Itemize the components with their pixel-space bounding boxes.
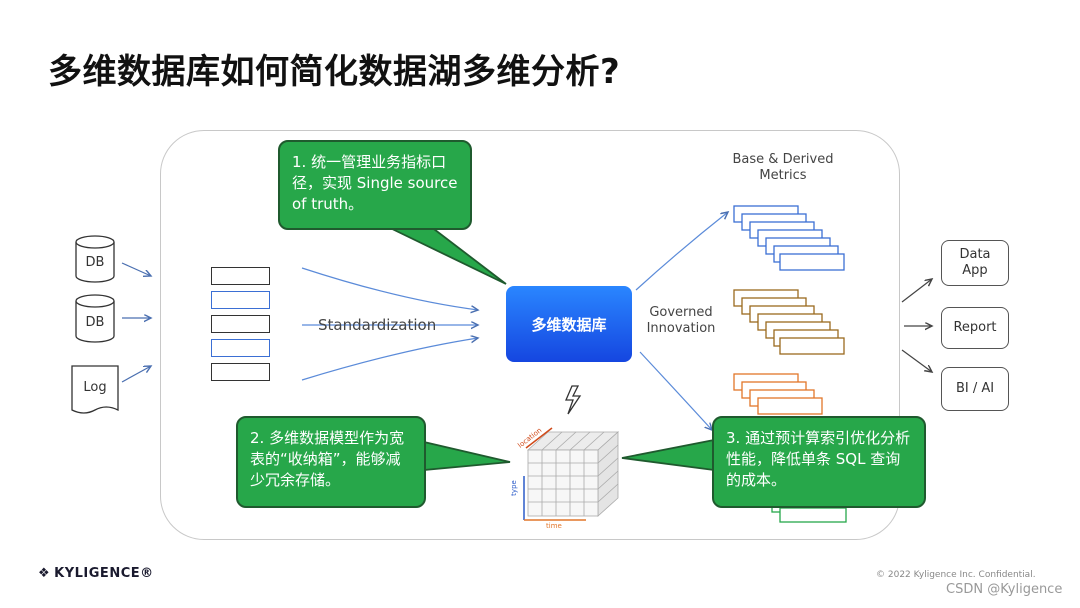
source-db-label: DB	[85, 254, 105, 270]
callout-bubble-2: 2. 多维数据模型作为宽表的“收纳箱”，能够减少冗余存储。	[236, 416, 426, 508]
kyligence-logo: ❖KYLIGENCE®	[38, 566, 154, 581]
page-title: 多维数据库如何简化数据湖多维分析?	[48, 52, 621, 92]
table-block	[211, 267, 270, 285]
metrics-title: Base & Derived Metrics	[732, 152, 834, 183]
watermark-text: CSDN @Kyligence	[946, 582, 1063, 597]
standardization-label: Standardization	[318, 316, 437, 334]
callout-bubble-3: 3. 通过预计算索引优化分析性能，降低单条 SQL 查询的成本。	[712, 416, 926, 508]
metrics-stack-orange	[733, 373, 823, 415]
copyright-text: © 2022 Kyligence Inc. Confidential.	[876, 570, 1036, 580]
table-block	[211, 339, 270, 357]
metrics-stack-brown	[733, 289, 845, 355]
db-icon	[75, 294, 115, 343]
cube-axis-time: time	[546, 522, 562, 530]
table-block	[211, 363, 270, 381]
metrics-stack-blue	[733, 205, 845, 271]
table-block	[211, 291, 270, 309]
lightning-icon	[565, 385, 582, 415]
table-block	[211, 315, 270, 333]
log-document-icon	[71, 365, 119, 414]
source-db-label: DB	[85, 314, 105, 330]
cube-grid-icon	[526, 431, 620, 517]
output-report: Report	[941, 307, 1009, 349]
output-bi-ai: BI / AI	[941, 367, 1009, 411]
db-icon	[75, 235, 115, 283]
output-data-app: Data App	[941, 240, 1009, 286]
multidimensional-database-box: 多维数据库	[506, 286, 632, 362]
callout-bubble-1: 1. 统一管理业务指标口径，实现 Single source of truth。	[278, 140, 472, 230]
governed-innovation-label: Governed Innovation	[646, 305, 716, 336]
diamond-logo-icon: ❖	[38, 566, 51, 581]
source-log-label: Log	[83, 379, 107, 395]
